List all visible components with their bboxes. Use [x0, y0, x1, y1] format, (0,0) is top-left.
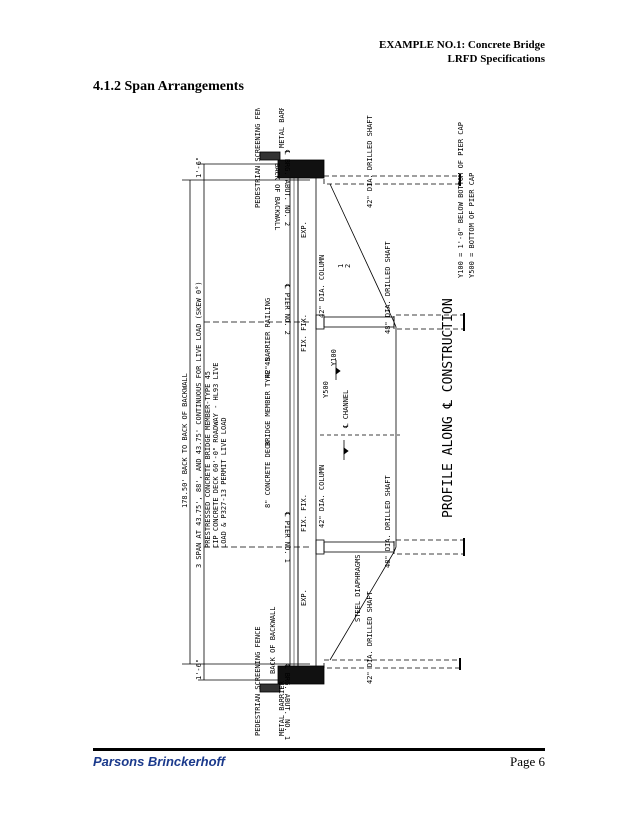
abutment-2-shaft [323, 175, 461, 185]
fix-fix-bottom-label: FIX. FIX. [300, 494, 308, 532]
pier-1-cap [315, 539, 325, 555]
back-of-backwall-top-label: BACK OF BACKWALL [273, 163, 281, 230]
back-of-backwall-bottom-label: BACK OF BACKWALL [269, 607, 277, 674]
column-42-top-label: 42" DIA. COLUMN [318, 255, 326, 318]
span-note-3: CIP CONCRETE DECK 60'-0" ROADWAY - HL93 … [212, 363, 220, 548]
bridge-member-label: BRIDGE MEMBER TYPE 45 [264, 357, 272, 446]
shaft-42-top-label: 42" DIA. DRILLED SHAFT [366, 114, 374, 208]
shaft-48-bottom-label: 48" DIA. DRILLED SHAFT [384, 474, 392, 568]
ground-line [329, 183, 397, 661]
slope-2-label: 2 [344, 264, 352, 268]
footer-rule [93, 748, 545, 751]
backwall-dim-top: 1'-6" [195, 157, 203, 178]
exp-bottom-label: EXP. [300, 589, 308, 606]
backwall-right [277, 159, 325, 179]
brg-abut-2-label: ℄ BRG. ABUT. NO. 2 [283, 149, 291, 226]
shaft-42-bottom-label: 42" DIA. DRILLED SHAFT [366, 590, 374, 684]
ped-fence-top-label: PEDESTRIAN SCREENING FENCE [254, 108, 262, 208]
metal-barrier-top-label: METAL BARRIER [278, 108, 286, 148]
footer-company: Parsons Brinckerhoff [93, 754, 225, 769]
header-spec-title: LRFD Specifications [447, 53, 545, 65]
column-42-bottom-label: 42" DIA. COLUMN [318, 465, 326, 528]
backwall-dim-bottom: 1'-6" [195, 659, 203, 680]
barrier-railing-label: 42" BARRIER RAILING [264, 298, 272, 378]
span-note-4: LOAD & P327-13 PERMIT LIVE LOAD [220, 417, 228, 548]
exp-top-label: EXP. [300, 221, 308, 238]
span-note-1: 3 SPAN AT 43.75', 88', AND 43.75' CONTIN… [195, 281, 203, 568]
profile-title: PROFILE ALONG ℄ CONSTRUCTION [441, 298, 456, 518]
abutment-1-shaft [323, 659, 461, 669]
pier-1-column [323, 541, 395, 553]
ped-fence-bottom-label: PEDESTRIAN SCREENING FENCE [254, 626, 262, 736]
slope-1-label: 1 [337, 264, 345, 268]
concrete-deck-label: 8" CONCRETE DECK [264, 440, 272, 508]
footer-page-number: Page 6 [509, 754, 545, 769]
brg-abut-1-label: ℄ BRG. ABUT. NO. 1 [283, 663, 291, 740]
note-y100: Y100 = 1'-0" BELOW BOTTOM OF PIER CAP [457, 122, 465, 278]
pier-1-label: ℄ PIER NO. 1 [283, 511, 291, 563]
overall-dim-label: 178.50' BACK TO BACK OF BACKWALL [181, 373, 189, 508]
pier-1-shaft [393, 539, 465, 555]
bridge-profile-drawing: 178.50' BACK TO BACK OF BACKWALL 3 SPAN … [181, 108, 476, 740]
channel-label: ℄ CHANNEL [342, 390, 350, 429]
y500-label: Y500 [322, 381, 330, 398]
metal-barrier-bottom-label: METAL BARRIER [278, 680, 286, 736]
pier-2-label: ℄ PIER NO. 2 [283, 283, 291, 335]
note-y500: Y500 = BOTTOM OF PIER CAP [468, 173, 476, 278]
fix-fix-top-label: FIX. FIX. [300, 314, 308, 352]
section-title: 4.1.2 Span Arrangements [93, 79, 244, 94]
header-example-title: EXAMPLE NO.1: Concrete Bridge [379, 39, 545, 51]
y100-label: Y100 [330, 349, 338, 366]
span-note-2: PRESTRESSED CONCRETE BRIDGE MEMBER-TYPE … [204, 371, 212, 548]
shaft-48-top-label: 48" DIA. DRILLED SHAFT [384, 240, 392, 334]
steel-diaphragms-label: STEEL DIAPHRAGMS [354, 555, 362, 622]
backwall-left [277, 665, 325, 685]
